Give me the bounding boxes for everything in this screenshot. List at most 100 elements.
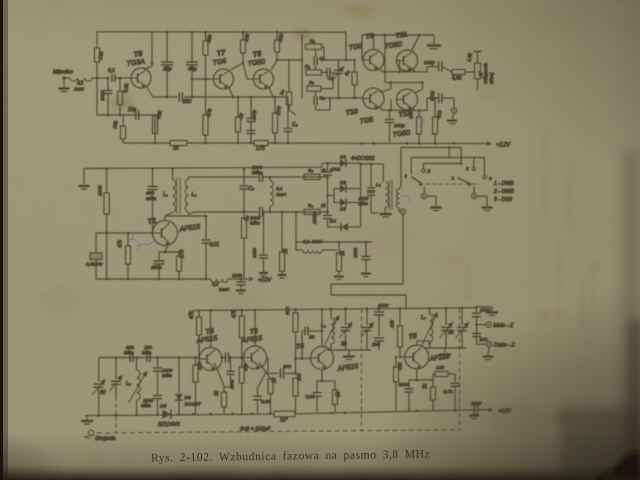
svg-text:680: 680: [126, 345, 134, 351]
svg-text:AF515: AF515: [178, 224, 200, 234]
svg-text:47k: 47k: [118, 239, 124, 248]
svg-text:1000μ: 1000μ: [312, 212, 317, 224]
svg-text:10k: 10k: [197, 362, 202, 370]
svg-text:1mH: 1mH: [74, 87, 85, 93]
svg-text:C₇: C₇: [249, 186, 255, 192]
svg-text:T1: T1: [147, 216, 157, 226]
svg-text:1000: 1000: [480, 308, 491, 313]
svg-text:200: 200: [371, 342, 380, 348]
svg-text:4×DOG62: 4×DOG62: [351, 156, 375, 162]
svg-text:T11: T11: [395, 31, 408, 40]
svg-text:Mika: Mika: [142, 350, 152, 355]
svg-text:1k: 1k: [321, 168, 326, 173]
svg-text:1k: 1k: [214, 390, 220, 396]
svg-text:+12V: +12V: [258, 278, 272, 284]
svg-text:0,01: 0,01: [261, 399, 271, 405]
svg-text:56k: 56k: [156, 110, 164, 120]
svg-text:3×8 = 200pF: 3×8 = 200pF: [240, 427, 271, 433]
svg-text:10k: 10k: [244, 33, 252, 43]
svg-text:1000: 1000: [359, 196, 369, 201]
svg-text:100μ: 100μ: [394, 123, 405, 129]
svg-text:L₁: L₁: [163, 192, 168, 198]
svg-text:R₇: R₇: [245, 215, 251, 221]
svg-text:C₂: C₂: [328, 76, 333, 81]
svg-text:1k: 1k: [423, 383, 429, 389]
svg-text:1000: 1000: [250, 216, 261, 221]
svg-text:TG50: TG50: [247, 59, 265, 68]
svg-text:1mH: 1mH: [276, 192, 287, 198]
svg-text:1k: 1k: [336, 391, 342, 397]
svg-text:D2: D2: [340, 180, 346, 185]
svg-text:BZ1D6V8: BZ1D6V8: [158, 422, 180, 428]
svg-text:R₂: R₂: [305, 64, 310, 69]
svg-text:T5: T5: [408, 333, 417, 341]
svg-text:1k: 1k: [283, 248, 289, 254]
svg-text:10k: 10k: [243, 363, 248, 371]
svg-text:220: 220: [277, 33, 285, 44]
svg-text:39: 39: [309, 335, 315, 341]
svg-text:2 - GWB: 2 - GWB: [493, 189, 514, 195]
svg-text:T4: T4: [295, 343, 304, 351]
svg-text:300: 300: [436, 110, 444, 120]
svg-text:T10: T10: [345, 108, 358, 117]
svg-text:Mika: Mika: [252, 170, 262, 175]
svg-text:400: 400: [146, 191, 154, 197]
svg-text:0,01: 0,01: [444, 389, 454, 395]
svg-text:Odłączanie: Odłączanie: [483, 62, 488, 84]
svg-text:100μ: 100μ: [252, 109, 257, 120]
svg-text:12k: 12k: [112, 120, 120, 129]
svg-text:T12: T12: [398, 110, 411, 119]
svg-text:40μ: 40μ: [188, 67, 197, 73]
svg-text:Mika: Mika: [124, 350, 134, 355]
svg-text:10k: 10k: [390, 320, 396, 328]
svg-text:1000: 1000: [399, 382, 410, 387]
svg-text:+12V: +12V: [498, 409, 512, 415]
svg-text:D3: D3: [340, 207, 346, 212]
svg-text:300: 300: [285, 307, 291, 315]
svg-text:T9: T9: [365, 33, 374, 41]
svg-text:R₃: R₃: [309, 80, 314, 85]
svg-text:D4: D4: [330, 219, 336, 224]
svg-text:0,01: 0,01: [306, 394, 316, 400]
svg-text:T3: T3: [249, 328, 258, 336]
svg-text:R₈: R₈: [308, 168, 313, 173]
svg-text:270: 270: [180, 249, 186, 259]
svg-text:+12V: +12V: [496, 142, 511, 148]
svg-text:AF118: AF118: [428, 353, 450, 363]
svg-text:39k: 39k: [206, 34, 214, 44]
svg-text:200: 200: [479, 337, 488, 343]
svg-text:D1: D1: [340, 155, 346, 160]
svg-text:1k: 1k: [321, 203, 326, 208]
svg-text:4700: 4700: [330, 167, 341, 172]
svg-text:T2: T2: [205, 328, 214, 336]
svg-text:Mika: Mika: [359, 201, 369, 206]
svg-text:3 - DSB: 3 - DSB: [494, 197, 513, 203]
svg-text:100μ: 100μ: [424, 60, 435, 66]
svg-text:L₅: L₅: [376, 182, 381, 188]
svg-text:1k*: 1k*: [280, 418, 288, 424]
svg-text:2,5MHz: 2,5MHz: [85, 262, 103, 268]
svg-text:TG50: TG50: [392, 130, 410, 139]
svg-text:DOG67: DOG67: [185, 402, 202, 408]
svg-text:6,8k: 6,8k: [123, 82, 131, 93]
svg-text:170: 170: [256, 146, 265, 152]
svg-text:47k: 47k: [232, 309, 238, 318]
svg-text:25μ: 25μ: [162, 67, 172, 73]
svg-text:1500: 1500: [151, 265, 162, 271]
svg-text:30: 30: [341, 342, 347, 348]
svg-text:różnej: różnej: [489, 72, 494, 84]
svg-text:1: 1: [452, 176, 455, 182]
svg-text:TG5: TG5: [212, 58, 227, 67]
svg-text:100k: 100k: [98, 185, 104, 196]
svg-text:270: 270: [275, 106, 283, 117]
svg-text:mika: mika: [146, 196, 156, 202]
svg-text:L₆: L₆: [321, 323, 326, 329]
svg-text:TG5: TG5: [359, 117, 374, 126]
svg-text:Mika: Mika: [141, 403, 151, 408]
svg-text:T6: T6: [133, 49, 144, 59]
svg-text:10k: 10k: [398, 362, 403, 370]
svg-text:1000: 1000: [143, 398, 154, 403]
svg-text:1000: 1000: [378, 303, 389, 308]
svg-text:1mH: 1mH: [219, 287, 230, 293]
svg-text:30: 30: [100, 390, 106, 396]
